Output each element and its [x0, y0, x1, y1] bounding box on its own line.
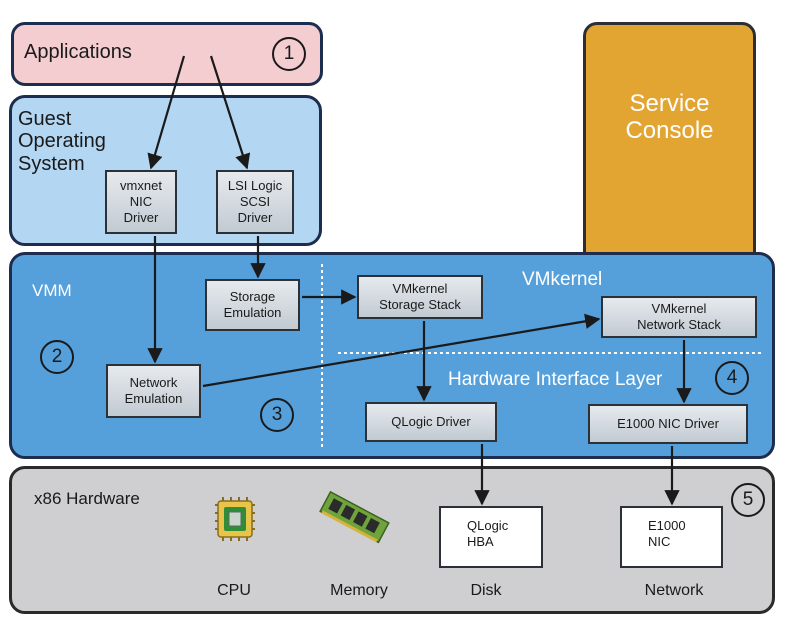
- vmkernel-network-stack-box: VMkernel Network Stack: [601, 296, 757, 338]
- network-emulation-box: Network Emulation: [106, 364, 201, 418]
- memory-module-icon: [319, 490, 390, 544]
- step-2-badge: 2: [40, 340, 74, 374]
- e1000-nic-box: E1000 NIC: [620, 506, 723, 568]
- step-5-badge: 5: [731, 483, 765, 517]
- step-4-badge: 4: [715, 361, 749, 395]
- cpu-label: CPU: [217, 582, 251, 599]
- qlogic-hba-box: QLogic HBA: [439, 506, 543, 568]
- e1000-nic-driver-box: E1000 NIC Driver: [588, 404, 748, 444]
- applications-label: Applications: [24, 41, 132, 63]
- service-console: Service Console: [583, 22, 756, 266]
- hardware-interface-label: Hardware Interface Layer: [448, 369, 663, 390]
- x86-hardware-label: x86 Hardware: [34, 489, 140, 508]
- network-label: Network: [644, 582, 704, 599]
- lsi-scsi-driver-box: LSI Logic SCSI Driver: [216, 170, 294, 234]
- arrow-app-to-lsi: [209, 55, 251, 170]
- qlogic-driver-box: QLogic Driver: [365, 402, 497, 442]
- cpu-chip-icon: [215, 497, 255, 541]
- vmxnet-nic-driver-box: vmxnet NIC Driver: [105, 170, 177, 234]
- storage-emulation-box: Storage Emulation: [205, 279, 300, 331]
- guest-os-label: Guest Operating System: [18, 108, 106, 175]
- step-1-badge: 1: [272, 37, 306, 71]
- service-console-label: Service Console: [625, 90, 714, 144]
- vmkernel-label: VMkernel: [522, 269, 603, 290]
- vmkernel-storage-stack-box: VMkernel Storage Stack: [357, 275, 483, 319]
- arrow-app-to-vmxnet: [147, 55, 186, 170]
- disk-label: Disk: [470, 582, 502, 599]
- step-3-badge: 3: [260, 398, 294, 432]
- memory-label: Memory: [330, 582, 388, 599]
- applications-layer: Applications 1: [11, 22, 323, 86]
- vmm-label: VMM: [32, 281, 72, 300]
- arrow-network-emulation-to-network-stack: [202, 313, 601, 388]
